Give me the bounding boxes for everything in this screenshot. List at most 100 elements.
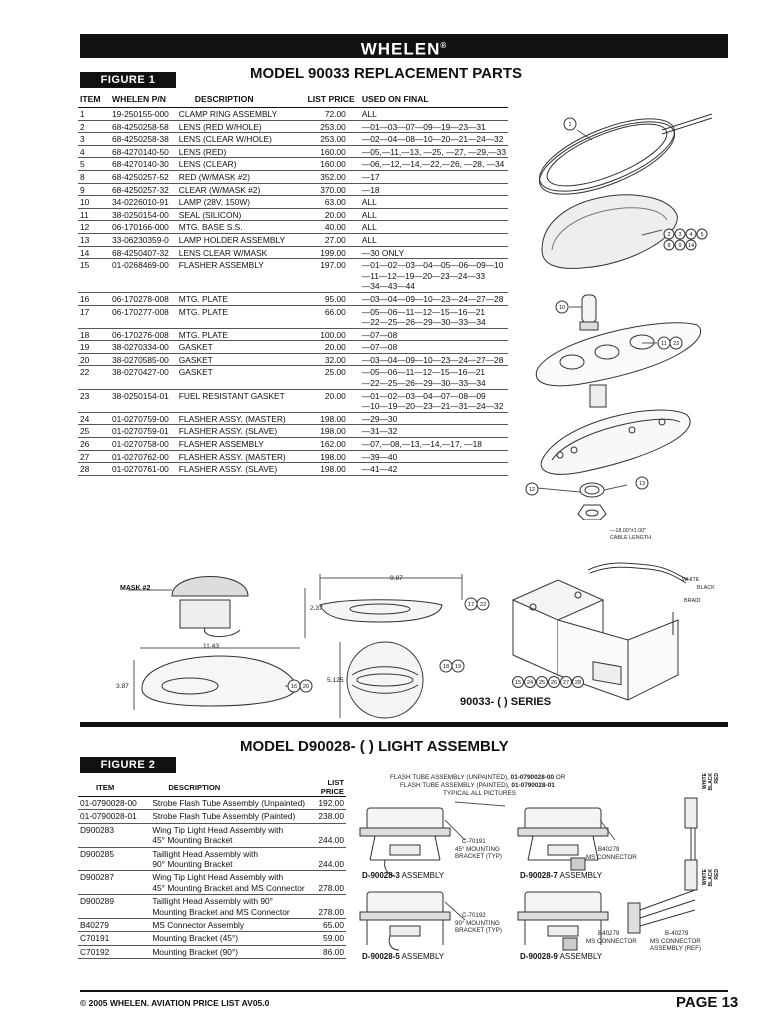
b40279-label-b: B40279 [598,930,620,937]
callout-number: 8 [667,243,670,249]
cell-part-number: 06-170278-008 [110,292,177,306]
cell-list-price: 238.00 [307,809,346,824]
cell-item: 12 [78,220,110,234]
callout-number: 2 [667,232,670,238]
mask-2-drawing [171,576,249,637]
cell-description: SEAL (SILICON) [176,208,302,222]
callout-number: 3 [678,232,681,238]
c70192-label: C-70192 [462,912,486,919]
cell-item: D900289 [78,894,151,920]
cell-description: Mounting Bracket (90°) [150,945,308,960]
cell-list-price: 192.00 [307,796,346,811]
cell-list-price: 253.00 [301,132,360,146]
column-header: ITEM [78,778,151,797]
callout-circle [674,239,686,251]
callout-circle [674,228,686,240]
cell-part-number: 68-4250257-32 [110,183,177,197]
cell-item: 23 [78,389,110,413]
cell-used-on-final: —01—02—03—04—05—06—09—10 —11—12—19—20—23… [359,258,508,293]
callout-17-22: 17 22 [464,597,490,611]
column-header: LIST PRICE [301,90,360,108]
cell-list-price: 199.00 [301,246,360,260]
connector-top-drawing [684,797,698,891]
column-header: ITEM [78,90,110,108]
cell-description: GASKET [176,353,302,367]
replacement-parts-table: ITEM WHELEN P/N DESCRIPTION LIST PRICE U… [78,90,508,476]
svg-text:12: 12 [529,487,535,493]
assembly-3-drawing [359,807,451,877]
cell-list-price: 72.00 [301,107,360,121]
cell-used-on-final: —39—40 [359,450,508,464]
cell-part-number: 06-170276-008 [110,328,177,342]
cell-used-on-final: —07,—08,—13,—14,—17, —18 [359,437,508,451]
callout-11-23: 11 23 [657,336,683,350]
cell-part-number: 38-0250154-01 [110,389,177,413]
cell-list-price: 95.00 [301,292,360,306]
cell-item: 20 [78,353,110,367]
figure-1-label: FIGURE 1 [80,72,176,88]
cell-list-price: 27.00 [301,233,360,247]
cell-part-number: 33-06230359-0 [110,233,177,247]
seal-drawing [535,322,702,387]
c70191-label: C-70191 [462,838,486,845]
wire-color-label: RED [714,773,720,784]
cell-list-price: 32.00 [301,353,360,367]
callout-number: 25 [539,680,545,686]
cell-item: 9 [78,183,110,197]
cell-description: LENS (CLEAR) [176,157,302,171]
cell-list-price: 278.00 [307,894,346,920]
cell-description: FLASHER ASSY. (MASTER) [176,450,302,464]
ms-connector-label-a: MS CONNECTOR [586,854,637,861]
cell-item: D900285 [78,847,151,872]
light-assembly-drawing [359,797,698,951]
cell-used-on-final: —05,—11,—13, —25, —27, —29,—33 [359,145,508,159]
flash-note-line-1: FLASH TUBE ASSEMBLY (UNPAINTED), 01-0790… [390,774,566,781]
callout-circle [663,228,675,240]
cell-used-on-final: ALL [359,208,508,222]
cell-list-price: 100.00 [301,328,360,342]
cell-part-number: 01-0270759-01 [110,424,177,439]
callout-circle [560,676,572,688]
callout-1: 1 [563,117,577,131]
cell-list-price: 66.00 [301,305,360,329]
cell-item: 01-0790028-01 [78,809,151,824]
cell-used-on-final: —05—06—11—12—15—16—21 —22—25—26—29—30—33… [359,305,508,329]
wire-color-label: RED [714,869,720,880]
cable-length-label: —18.00"±1.00" CABLE LENGTH [610,528,652,541]
flash-note-line-2: FLASH TUBE ASSEMBLY (PAINTED), 01-079002… [400,782,555,789]
cell-part-number: 68-4270140-50 [110,145,177,159]
cell-list-price: 198.00 [301,450,360,464]
dimension-987: 9.87 [390,575,403,582]
cell-part-number: 01-0268469-00 [110,258,177,293]
callout-18-19: 18 19 [439,659,465,673]
cell-description: GASKET [176,365,302,390]
header-banner: WHELEN® [80,34,728,59]
cell-part-number: 68-4270140-30 [110,157,177,171]
clamp-ring-drawing [539,113,713,195]
mounting-base-drawing [540,384,691,475]
cell-description: RED (W/MASK #2) [176,170,302,184]
cell-list-price: 278.00 [307,870,346,896]
cell-description: Mounting Bracket (45°) [150,931,308,946]
callout-number: 4 [689,232,692,238]
cell-list-price: 352.00 [301,170,360,184]
cell-description: LENS (CLEAR W/HOLE) [176,132,302,146]
cell-item: 16 [78,292,110,306]
callout-10: 10 [555,300,569,314]
section-divider [80,722,728,727]
